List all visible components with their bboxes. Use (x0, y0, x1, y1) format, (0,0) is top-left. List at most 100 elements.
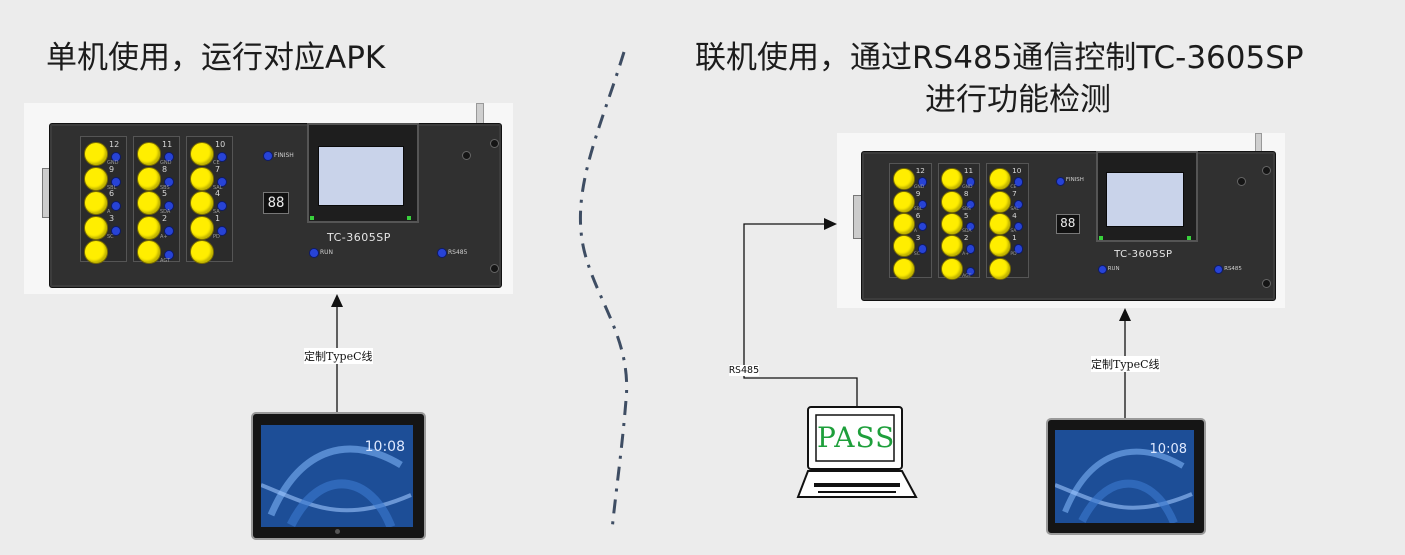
right-tablet-time: 10:08 (1149, 442, 1187, 457)
test-button (892, 212, 915, 235)
right-title-line1: 联机使用，通过RS485通信控制TC-3605SP (695, 40, 1304, 76)
button-sublabel: A+ (962, 251, 970, 257)
button-sublabel: GND (913, 184, 925, 190)
test-button (190, 215, 214, 240)
status-led (1013, 199, 1024, 210)
button-sublabel: SA (1010, 229, 1017, 235)
test-button (989, 257, 1012, 280)
dash-dot-divider (578, 51, 629, 531)
button-number: 5 (162, 189, 168, 198)
test-button (941, 235, 964, 258)
test-button (84, 142, 108, 166)
rs485-led (1214, 264, 1224, 275)
run-led-label: RUN (320, 249, 334, 256)
button-sublabel: PD (213, 233, 220, 240)
button-number: 3 (915, 233, 921, 243)
status-led (965, 222, 975, 232)
status-led (217, 201, 227, 211)
button-sublabel: A (913, 229, 917, 235)
screw (1262, 165, 1272, 175)
status-led (1013, 244, 1024, 254)
button-number: 6 (109, 189, 115, 198)
button-number: 4 (1012, 211, 1017, 221)
test-button (892, 257, 915, 280)
button-number: 12 (109, 140, 120, 149)
button-sublabel: SDA (160, 209, 171, 215)
button-sublabel: A (107, 209, 111, 215)
left-tablet-time: 10:08 (364, 439, 405, 455)
status-led (164, 201, 174, 211)
button-sublabel: SC (107, 233, 114, 240)
button-sublabel: SC (913, 251, 920, 257)
test-button (989, 168, 1012, 191)
button-number: 12 (915, 166, 925, 176)
button-sublabel: SBS (160, 184, 170, 191)
finish-led-label: FINISH (274, 152, 294, 159)
status-led (965, 199, 975, 210)
status-led (965, 266, 975, 276)
test-button (892, 190, 915, 213)
status-led (217, 176, 227, 187)
button-number: 6 (915, 211, 921, 221)
lcd-screen (1105, 172, 1185, 227)
divider-curve (578, 51, 629, 531)
test-button (190, 191, 214, 215)
button-number: 5 (963, 211, 969, 221)
status-led (917, 199, 927, 210)
right-tablet: 10:08 (1046, 418, 1206, 535)
button-sublabel: PD (1010, 251, 1017, 257)
screw (1262, 279, 1272, 289)
home-button (335, 529, 340, 534)
screw (1236, 176, 1246, 186)
test-button (190, 142, 214, 166)
button-number: 7 (1012, 188, 1017, 198)
button-number: 2 (963, 233, 969, 243)
status-led (917, 222, 927, 232)
power-led (1186, 235, 1191, 240)
status-led (111, 201, 121, 211)
button-sublabel: SDA (962, 229, 972, 235)
test-button (941, 257, 964, 280)
button-number: 11 (162, 140, 173, 149)
test-button (989, 212, 1012, 235)
button-sublabel: SBL (913, 206, 923, 212)
button-sublabel: CE (213, 160, 220, 166)
button-sublabel: CE (1010, 184, 1017, 190)
button-number: 10 (1012, 166, 1022, 176)
power-led (310, 216, 314, 220)
left-tablet: 10:08 (251, 412, 426, 540)
run-led (309, 248, 319, 258)
test-button (941, 190, 964, 213)
power-led (407, 216, 411, 220)
left-cable-label: 定制TypeC线 (304, 348, 373, 364)
test-button (190, 166, 214, 191)
wallpaper-swirl (261, 425, 413, 527)
button-number: 1 (1012, 233, 1017, 243)
button-number: 7 (215, 164, 221, 174)
status-led (965, 244, 975, 254)
button-sublabel: GND (160, 160, 172, 166)
button-number: 8 (162, 164, 168, 174)
test-button (137, 142, 161, 166)
right-title-line2: 进行功能检测 (925, 82, 1111, 118)
test-button (941, 168, 964, 191)
power-led (1098, 235, 1103, 240)
device-model-label: TC-3605SP (327, 231, 391, 244)
button-number: 3 (109, 213, 115, 223)
finish-led (263, 151, 273, 161)
lcd-screen (318, 146, 404, 206)
rs485-connection-line (743, 218, 858, 408)
button-number: 1 (215, 213, 221, 223)
finish-led-label: FINISH (1065, 177, 1084, 184)
button-number: 4 (215, 189, 221, 198)
screw (462, 151, 471, 160)
screw (490, 264, 499, 273)
status-led (164, 152, 174, 162)
pass-text: PASS (817, 421, 896, 454)
button-sublabel: AGT (962, 273, 972, 279)
finish-led (1055, 176, 1066, 186)
test-button (892, 168, 915, 191)
rs485-label: RS485 (729, 365, 760, 376)
